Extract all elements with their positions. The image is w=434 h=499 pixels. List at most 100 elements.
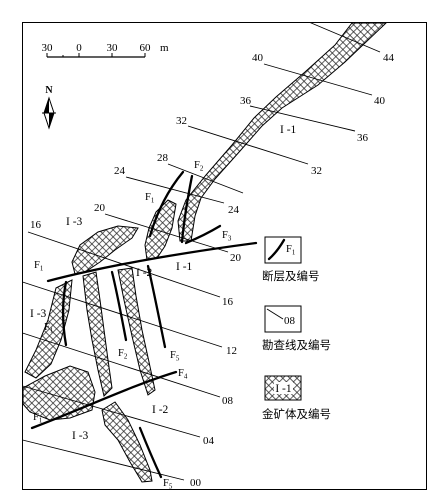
exploration-line-36-label-right: 36 bbox=[357, 132, 369, 144]
fault-f2-lower bbox=[110, 270, 128, 342]
fault-number: 5 bbox=[169, 483, 173, 491]
fault-letter: F bbox=[170, 350, 176, 361]
fault-labels: F1 F2 F3 F1 F1 F2 F5 F4 F1 F5 bbox=[33, 160, 232, 491]
north-arrow-fill-bottom bbox=[49, 113, 54, 128]
fault-letter: F bbox=[33, 412, 39, 423]
exploration-line-20 bbox=[104, 213, 229, 253]
ore-body-i3-left-band bbox=[24, 279, 73, 379]
fault-f1-upper bbox=[148, 170, 185, 238]
legend-exploration-line: 08 勘查线及编号 bbox=[262, 305, 331, 352]
scale-label-30: 30 bbox=[107, 42, 119, 54]
legend: F1 断层及编号 08 勘查线及编号 I -1 金矿体及编号 bbox=[262, 236, 331, 421]
fault-letter: F bbox=[222, 230, 228, 241]
legend-exploration-line-sample: 08 bbox=[284, 315, 296, 327]
fault-number: 5 bbox=[176, 355, 180, 363]
ore-body-i1-label-lower: I -1 bbox=[176, 261, 193, 273]
fault-f1-left bbox=[61, 280, 68, 347]
scale-label-60: 60 bbox=[140, 42, 152, 54]
exploration-line-32-label-left: 32 bbox=[176, 115, 187, 127]
fault-number: 1 bbox=[151, 197, 155, 205]
fault-number: 4 bbox=[184, 373, 188, 381]
fault-f5-bottom bbox=[138, 426, 163, 479]
fault-number: 1 bbox=[39, 417, 43, 425]
scale-unit: m bbox=[160, 42, 169, 54]
ore-body-i3-label-bottom: I -3 bbox=[72, 430, 89, 442]
ore-bodies bbox=[22, 22, 388, 483]
legend-exploration-line-caption: 勘查线及编号 bbox=[262, 338, 331, 352]
exploration-line-44 bbox=[309, 22, 381, 53]
exploration-line-04-label: 04 bbox=[203, 435, 215, 447]
north-arrow-fill-top bbox=[44, 98, 49, 113]
fault-f2-upper bbox=[180, 174, 194, 244]
fault-number: 1 bbox=[50, 327, 54, 335]
fault-f5-middle bbox=[146, 264, 167, 349]
ore-body-i2-label-upper: I -2 bbox=[136, 267, 153, 279]
fault-f1-left-label: F1 bbox=[44, 322, 54, 335]
fault-letter: F bbox=[194, 160, 200, 171]
legend-fault: F1 断层及编号 bbox=[262, 236, 320, 283]
exploration-line-00-label: 00 bbox=[190, 477, 202, 489]
legend-fault-number: 1 bbox=[292, 249, 296, 257]
ore-body-middle-band bbox=[82, 271, 113, 397]
ore-body-i3-bottom bbox=[101, 401, 153, 483]
legend-fault-symbol bbox=[267, 238, 286, 261]
exploration-line-28 bbox=[167, 163, 244, 194]
faults bbox=[30, 170, 258, 479]
legend-exploration-line-symbol bbox=[266, 308, 284, 320]
fault-letter: F bbox=[118, 348, 124, 359]
exploration-line-40-label-right: 40 bbox=[374, 95, 386, 107]
exploration-line-44-label: 44 bbox=[383, 52, 395, 64]
exploration-line-20-label-right: 20 bbox=[230, 252, 242, 264]
ore-body-i3-lower-left bbox=[22, 365, 96, 421]
scale-label-0: 0 bbox=[76, 42, 82, 54]
legend-fault-letter: F bbox=[286, 244, 292, 255]
exploration-lines bbox=[22, 22, 381, 481]
fault-f4-label: F4 bbox=[178, 368, 188, 381]
fault-number: 2 bbox=[124, 353, 128, 361]
exploration-line-08-label: 08 bbox=[222, 395, 234, 407]
legend-ore-body-caption: 金矿体及编号 bbox=[262, 407, 331, 421]
exploration-line-labels: 44 40 40 36 36 32 32 28 24 24 20 20 16 1… bbox=[30, 52, 395, 489]
fault-f2-lower-label: F2 bbox=[118, 348, 128, 361]
exploration-line-20-label-left: 20 bbox=[94, 202, 106, 214]
fault-f5-middle-label: F5 bbox=[170, 350, 180, 363]
fault-f5-bottom-label: F5 bbox=[163, 478, 173, 491]
exploration-line-40-label-left: 40 bbox=[252, 52, 264, 64]
scale-bar: 30 0 30 60 m bbox=[42, 42, 169, 58]
exploration-line-40 bbox=[263, 63, 373, 96]
ore-body-labels: I -1 I -1 I -2 I -2 I -3 I -3 I -3 bbox=[30, 124, 297, 442]
north-arrow-icon: N bbox=[42, 85, 56, 130]
fault-number: 3 bbox=[228, 235, 232, 243]
legend-ore-body-label-bg bbox=[274, 382, 293, 394]
exploration-line-36 bbox=[249, 105, 356, 132]
legend-fault-caption: 断层及编号 bbox=[262, 269, 320, 283]
exploration-line-24-label-right: 24 bbox=[228, 204, 240, 216]
fault-letter: F bbox=[145, 192, 151, 203]
fault-f4 bbox=[30, 370, 178, 430]
exploration-line-00 bbox=[22, 439, 185, 481]
exploration-line-08 bbox=[22, 332, 221, 398]
exploration-line-12-label: 12 bbox=[226, 345, 237, 357]
fault-f1-lower-label: F1 bbox=[33, 412, 43, 425]
ore-body-i3-label-upper: I -3 bbox=[66, 216, 83, 228]
ore-body-i2-lower-band bbox=[117, 267, 156, 396]
exploration-line-32-label-right: 32 bbox=[311, 165, 322, 177]
legend-ore-body-sample: I -1 bbox=[275, 383, 292, 395]
fault-number: 2 bbox=[200, 165, 204, 173]
exploration-line-24 bbox=[125, 176, 225, 204]
fault-letter: F bbox=[163, 478, 169, 489]
fault-letter: F bbox=[34, 260, 40, 271]
fault-number: 1 bbox=[40, 265, 44, 273]
fault-f2-upper-label: F2 bbox=[194, 160, 204, 173]
ore-body-i2-label-lower: I -2 bbox=[152, 404, 169, 416]
fault-f3 bbox=[184, 224, 222, 245]
fault-f1-main-label: F1 bbox=[34, 260, 44, 273]
exploration-line-36-label-left: 36 bbox=[240, 95, 252, 107]
ore-body-i3-label-left: I -3 bbox=[30, 308, 47, 320]
exploration-line-04 bbox=[22, 385, 201, 438]
exploration-line-28-label: 28 bbox=[157, 152, 169, 164]
fault-f1-main bbox=[46, 241, 258, 283]
exploration-line-16-label-left: 16 bbox=[30, 219, 42, 231]
